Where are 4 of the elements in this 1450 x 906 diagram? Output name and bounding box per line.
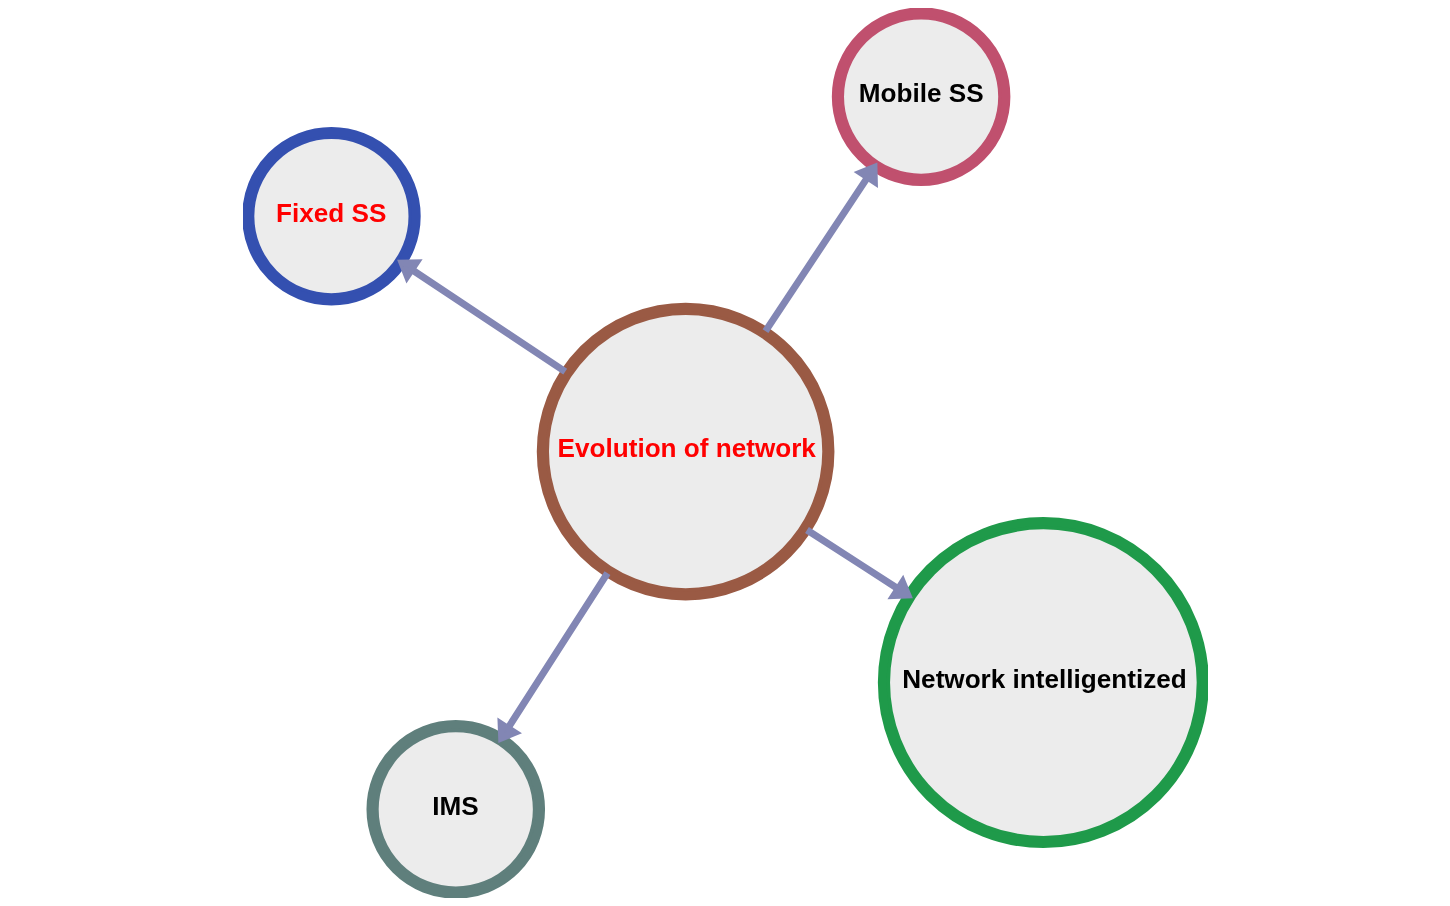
arrow [496,571,610,743]
arrow [804,527,913,600]
arrow [762,162,878,334]
arrow [396,259,567,375]
